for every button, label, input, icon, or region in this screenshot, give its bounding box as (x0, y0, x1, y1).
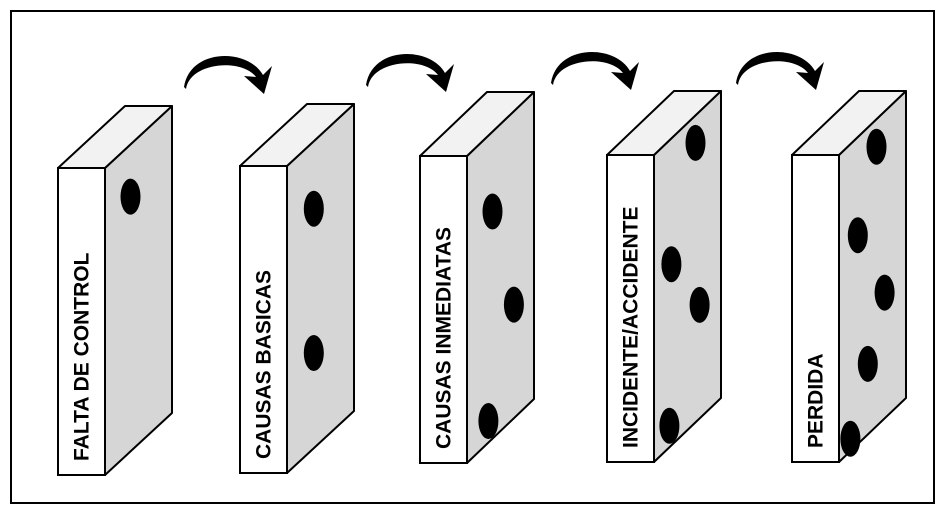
block-dot (686, 125, 706, 161)
block-dot (504, 287, 524, 323)
domino-block-2: CAUSAS BASICAS (240, 104, 354, 473)
block-label: INCIDENTE/ACCIDENTE (620, 206, 643, 448)
block-dot (478, 403, 498, 439)
block-side-face (287, 104, 354, 473)
block-label: FALTA DE CONTROL (71, 252, 94, 461)
block-dot (304, 335, 324, 371)
block-dot (867, 129, 887, 165)
block-side-face (105, 106, 172, 475)
domino-block-4: INCIDENTE/ACCIDENTE (607, 91, 721, 462)
block-dot (690, 287, 710, 323)
block-dot (661, 246, 681, 282)
domino-block-3: CAUSAS INMEDIATAS (420, 92, 534, 463)
domino-block-1: FALTA DE CONTROL (58, 106, 172, 475)
block-dot (848, 217, 868, 253)
block-label: CAUSAS INMEDIATAS (433, 227, 456, 449)
domino-block-5: PERDIDA (792, 91, 906, 462)
block-dot (304, 191, 324, 227)
block-dot (483, 194, 503, 230)
block-dot (121, 179, 141, 215)
block-dot (875, 275, 895, 311)
block-dot (659, 408, 679, 444)
block-label: CAUSAS BASICAS (253, 270, 276, 459)
block-dot (840, 421, 860, 457)
block-dot (858, 346, 878, 382)
block-label: PERDIDA (805, 353, 828, 448)
